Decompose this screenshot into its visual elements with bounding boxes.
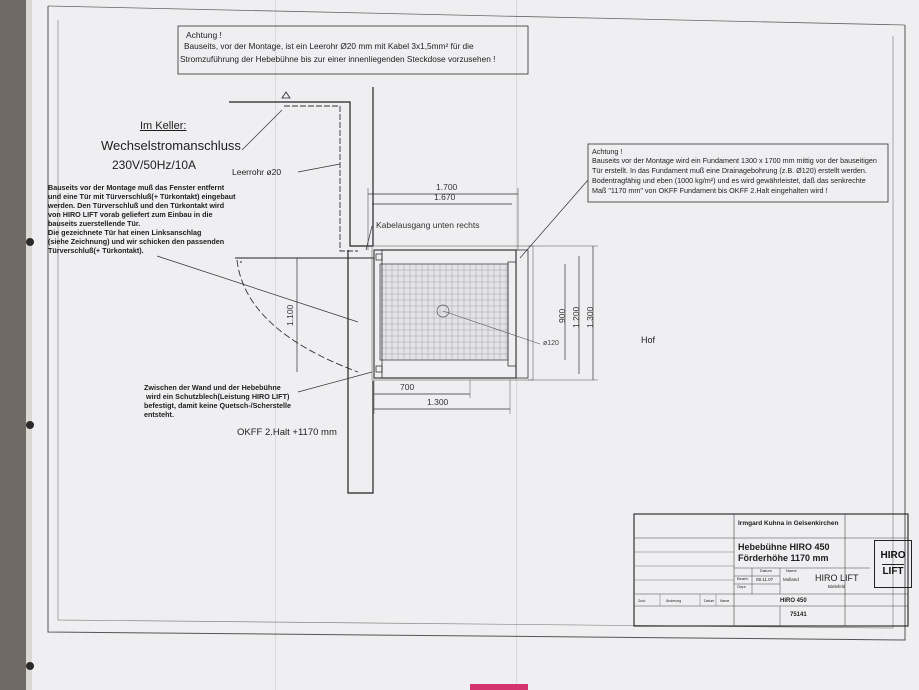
- leader-kabel: [365, 225, 373, 251]
- leader-window: [156, 255, 359, 323]
- warning-box-right: [587, 143, 889, 203]
- window-note-7: Türverschluß(+ Türkontakt).: [48, 246, 144, 255]
- drain-hole: [436, 304, 450, 318]
- dim-700: 700: [400, 382, 415, 392]
- title-col-name: Name: [786, 568, 797, 573]
- keller-heading: Im Keller:: [140, 120, 187, 132]
- platform-left-rail: [373, 249, 383, 379]
- dim-1670: 1.670: [434, 192, 456, 202]
- title-number: 75141: [790, 612, 807, 618]
- warning-top-title: Achtung !: [186, 30, 222, 40]
- conduit-line: [284, 105, 358, 252]
- okff-label: OKFF 2.Halt +1170 mm: [237, 427, 337, 438]
- title-name: Molland: [783, 577, 799, 582]
- binder-hole-1: [26, 238, 34, 246]
- window-note-0: Bauseits vor der Montage muß das Fenster…: [48, 183, 225, 192]
- warning-right-2: Tür erstellt. In das Fundament muß eine …: [592, 166, 867, 175]
- warning-right-1: Bauseits vor der Montage wird ein Fundam…: [592, 156, 877, 165]
- title-block: [633, 513, 909, 627]
- leerrohr-label: Leerrohr ø20: [232, 167, 282, 177]
- title-city: Bielefeld: [828, 584, 846, 589]
- frame-top: [47, 5, 906, 26]
- platform-right-rail: [507, 261, 517, 367]
- window-note-4: bauseits zuerstellende Tür.: [48, 219, 141, 228]
- shield-note-2: befestigt, damit keine Quetsch-/Scherste…: [144, 401, 291, 410]
- window-note-5: Die gezeichnete Tür hat einen Linksansch…: [48, 228, 202, 237]
- warning-box-top: [177, 25, 529, 75]
- dim-900: 900: [557, 308, 567, 323]
- dim-1300-vertical: 1.300: [585, 306, 595, 328]
- keller-line1: Wechselstromanschluss: [101, 138, 241, 153]
- title-row-name2: Name: [720, 599, 730, 603]
- socket-symbol: [281, 91, 291, 99]
- dim-1300-horizontal: 1.300: [427, 397, 449, 407]
- warning-right-4: Maß "1170 mm" von OKFF Fundament bis OKF…: [592, 186, 828, 195]
- kabel-label: Kabelausgang unten rechts: [376, 220, 480, 230]
- title-customer: Irmgard Kuhna in Gelsenkirchen: [738, 520, 839, 527]
- warning-top-line1: Bauseits, vor der Montage, ist ein Leero…: [184, 41, 474, 51]
- leader-socket: [241, 109, 283, 151]
- window-note-2: werden. Den Türverschluß und den Türkont…: [48, 201, 225, 210]
- leader-foundation: [519, 179, 589, 259]
- logo-line2: LIFT: [882, 563, 904, 577]
- title-model: HIRO 450: [780, 598, 807, 604]
- warning-right-0: Achtung !: [592, 147, 623, 156]
- shield-note-1: wird ein Schutzblech(Leistung HIRO LIFT): [146, 392, 290, 401]
- wall-lower: [347, 250, 374, 494]
- door-swing-arc: [236, 259, 359, 373]
- title-col-datum: Datum: [760, 568, 772, 573]
- title-date: 08.11.07: [756, 577, 774, 582]
- keller-line2: 230V/50Hz/10A: [112, 158, 197, 172]
- binder-hole-2: [26, 421, 34, 429]
- paper-fold-1: [275, 0, 277, 690]
- shield-note-3: entsteht.: [144, 410, 174, 419]
- title-row-aend: Änderung: [666, 599, 682, 603]
- leader-shield: [297, 371, 373, 393]
- title-company: HIRO LIFT: [815, 573, 859, 583]
- hof-label: Hof: [641, 335, 656, 345]
- binder-hole-3: [26, 662, 34, 670]
- sheet-edge: [26, 0, 32, 690]
- dim-1700: 1.700: [436, 182, 458, 192]
- dim-1100: 1.100: [285, 304, 295, 326]
- drain-diameter: ø120: [543, 340, 559, 347]
- wall-upper: [229, 87, 374, 247]
- foundation-outline: [371, 245, 534, 381]
- title-product-1: Hebebühne HIRO 450: [738, 542, 830, 552]
- logo-line1: HIRO: [880, 550, 906, 561]
- title-row-bearb: Bearb.: [737, 576, 749, 581]
- window-note-1: und eine Tür mit Türverschluß(+ Türkonta…: [48, 192, 236, 201]
- window-note-3: von HIRO LIFT vorab geliefert zum Einbau…: [48, 210, 213, 219]
- shield-note-0: Zwischen der Wand und der Hebebühne: [144, 383, 281, 392]
- warning-top-line2: Stromzuführung der Hebebühne bis zur ein…: [180, 54, 496, 64]
- window-note-6: (siehe Zeichnung) und wir schicken den p…: [48, 237, 225, 246]
- paper-fold-2: [516, 0, 518, 690]
- title-row-datum2: Datum: [704, 599, 715, 603]
- leader-conduit: [297, 163, 341, 173]
- outer-frame: [47, 6, 906, 641]
- title-row-zust: Zust.: [638, 599, 646, 603]
- inner-frame: [57, 20, 894, 629]
- title-row-gepr: Gepr.: [737, 584, 747, 589]
- dim-1200: 1.200: [571, 306, 581, 328]
- platform-edge: [515, 249, 529, 379]
- title-product-2: Förderhöhe 1170 mm: [738, 553, 829, 563]
- warning-right-3: Bodentragfähig und eben (1000 kg/m²) und…: [592, 176, 866, 185]
- pink-tape: [470, 684, 528, 690]
- hiro-lift-logo: HIRO LIFT: [874, 540, 912, 588]
